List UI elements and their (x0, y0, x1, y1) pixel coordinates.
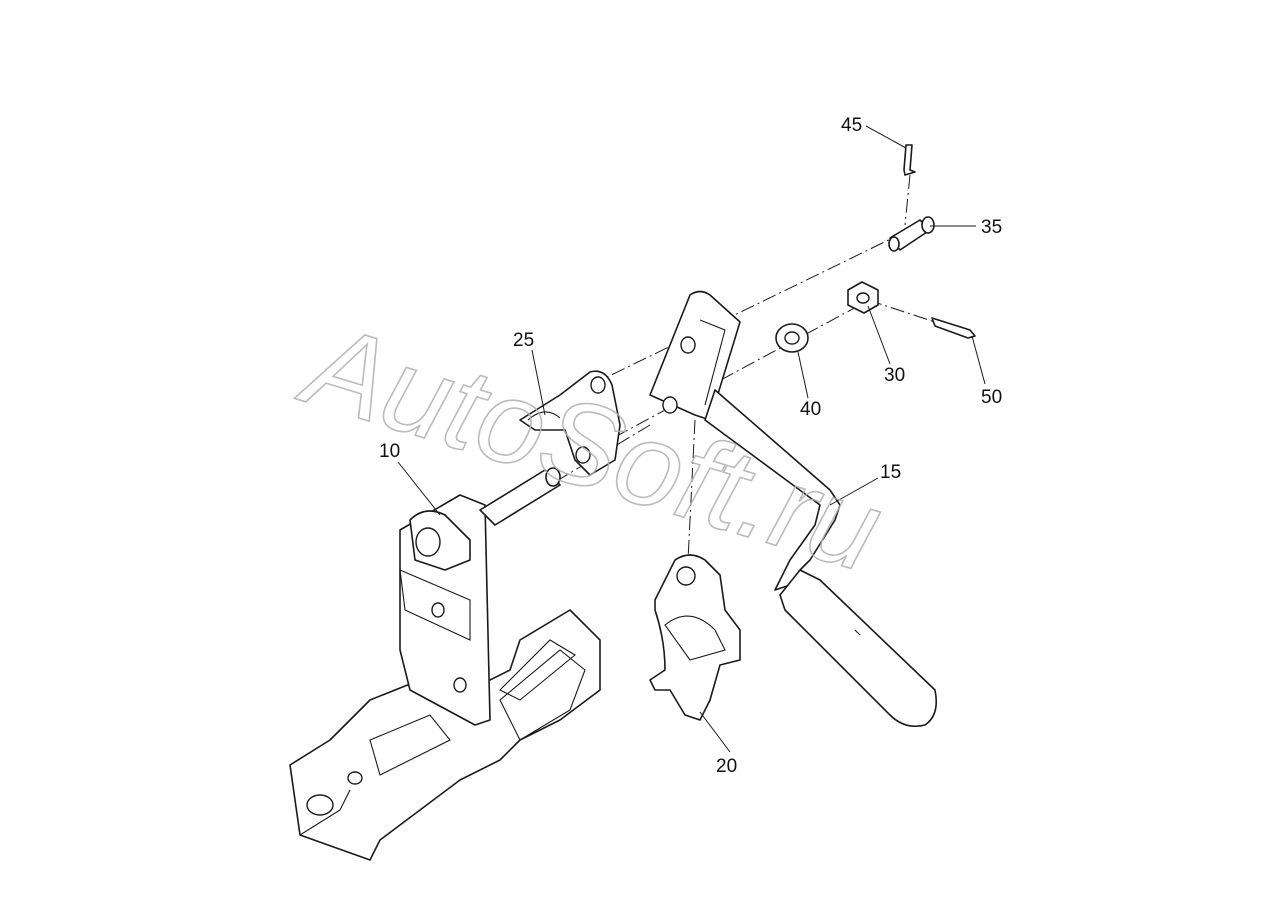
part-30-nut (847, 281, 879, 314)
part-40-washer (775, 323, 809, 353)
callout-15: 15 (880, 462, 901, 483)
callout-30: 30 (884, 365, 905, 386)
callout-25: 25 (513, 330, 534, 351)
callout-50: 50 (981, 387, 1002, 408)
callout-leaders (397, 125, 986, 753)
part-20-hook (649, 554, 741, 721)
part-50-cotter-pin (931, 317, 976, 339)
part-10-bracket (289, 467, 601, 861)
callout-40: 40 (800, 399, 821, 420)
part-45-cotter-pin (903, 144, 916, 176)
callout-45: 45 (841, 115, 862, 136)
callout-35: 35 (981, 217, 1002, 238)
part-35-pin (888, 216, 935, 252)
callout-20: 20 (716, 756, 737, 777)
part-25-plate (519, 370, 621, 476)
part-15-lever (649, 290, 938, 728)
callout-labels: 45 35 30 40 50 25 10 15 20 (379, 115, 1002, 777)
callout-10: 10 (379, 441, 400, 462)
